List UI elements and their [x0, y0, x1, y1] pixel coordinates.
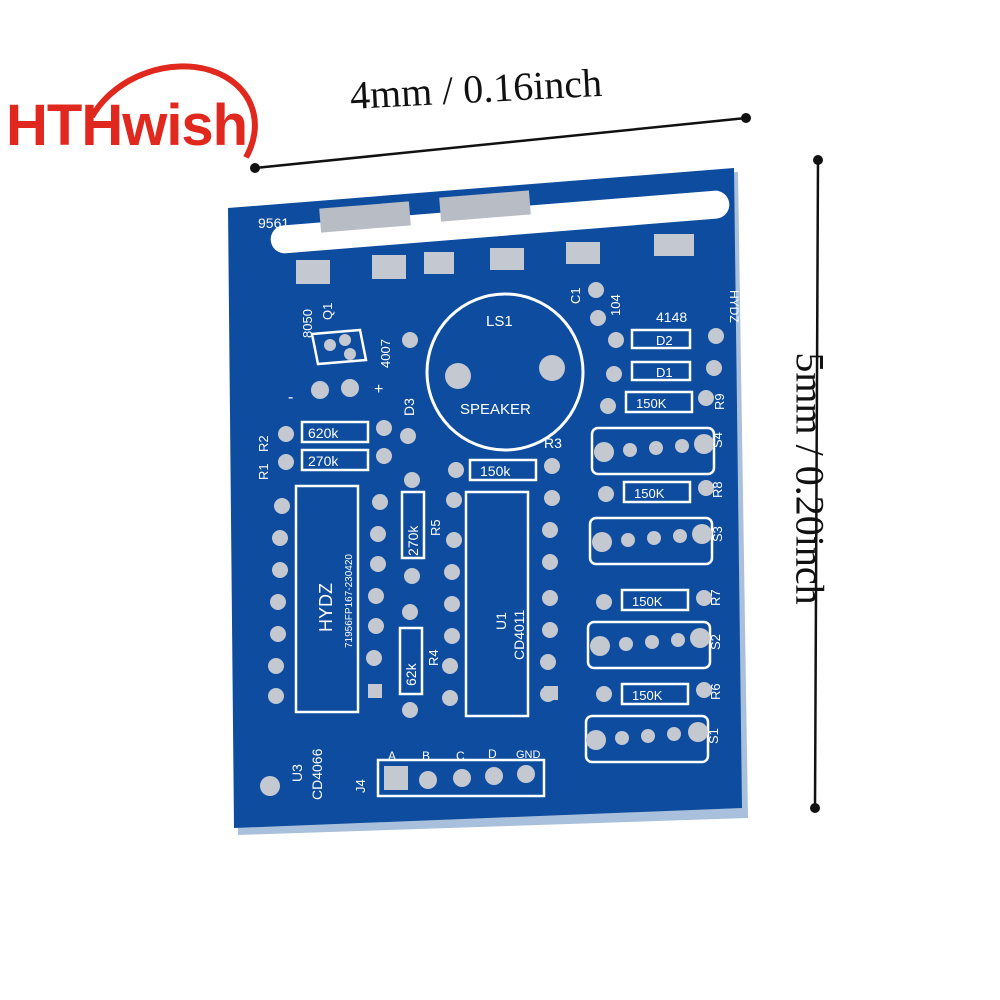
- resistor-outlines: [300, 328, 694, 706]
- j4-ref: J4: [353, 779, 368, 793]
- r9-ref: R9: [712, 393, 727, 410]
- u3-brand-mark: HYDZ: [316, 583, 336, 632]
- r1-ref: R1: [256, 463, 271, 480]
- width-dimension-line: [254, 116, 747, 170]
- plus-sign: +: [374, 381, 383, 398]
- s1-ref: S1: [706, 728, 721, 744]
- diode-part: 4148: [656, 309, 687, 325]
- r7-value: 150K: [632, 594, 663, 609]
- j4-outline: [376, 758, 546, 798]
- r7-ref: R7: [708, 589, 723, 606]
- d3-ref: D3: [401, 398, 417, 416]
- speaker-pad: [445, 363, 471, 389]
- c1-ref: C1: [568, 287, 583, 304]
- through-holes: [260, 282, 724, 796]
- contact-pad: [439, 190, 531, 222]
- u1-ref: U1: [493, 612, 509, 630]
- r8-ref: R8: [710, 481, 725, 498]
- speaker-ref: LS1: [486, 313, 513, 330]
- r4-value: 62k: [403, 662, 419, 686]
- contact-pad: [319, 201, 411, 233]
- r2-ref: R2: [256, 435, 271, 452]
- mounting-slot: [270, 190, 730, 254]
- minus-sign: -: [288, 389, 293, 406]
- height-dimension-end: [810, 803, 820, 813]
- speaker-pad: [539, 355, 565, 381]
- s4-ref: S4: [710, 432, 725, 448]
- q1-ref: Q1: [320, 303, 335, 320]
- j4-pin-b: B: [422, 749, 430, 763]
- u1-part: CD4011: [511, 609, 527, 660]
- height-dimension-line: [813, 159, 820, 809]
- q1-part: 8050: [300, 309, 315, 338]
- speaker-outline: [425, 292, 585, 452]
- u1-pin1-pad: [544, 686, 558, 700]
- r2-value: 620k: [308, 425, 339, 441]
- j4-pin-gnd: GND: [516, 749, 541, 761]
- d1-ref: D1: [656, 365, 673, 380]
- top-brand-mark: HYDZ: [727, 290, 741, 323]
- u3-pin1-pad: [368, 684, 382, 698]
- speaker-label: SPEAKER: [460, 401, 531, 418]
- r8-value: 150K: [634, 486, 665, 501]
- r6-ref: R6: [708, 683, 723, 700]
- r3-value: 150k: [480, 463, 511, 479]
- j4-pin-a: A: [388, 749, 396, 763]
- r5-value: 270k: [405, 525, 421, 556]
- r3-ref: R3: [544, 435, 562, 451]
- width-dimension-end: [250, 163, 260, 173]
- r6-value: 150K: [632, 688, 663, 703]
- r5-ref: R5: [428, 519, 443, 536]
- s2-ref: S2: [708, 634, 723, 650]
- q1-outline: [310, 328, 368, 366]
- j4-pin-d: D: [488, 747, 497, 761]
- r9-value: 150K: [636, 396, 667, 411]
- board-code: 9561: [258, 215, 289, 231]
- width-dimension-end: [741, 113, 751, 123]
- u3-outline: [294, 484, 360, 714]
- switch-outlines: [584, 426, 716, 764]
- d2-ref: D2: [656, 333, 673, 348]
- u3-code: 71956FP167-230420: [344, 554, 355, 648]
- u3-part: CD4066: [309, 748, 325, 800]
- r1-value: 270k: [308, 453, 339, 469]
- r4-ref: R4: [426, 649, 441, 666]
- c1-value: 104: [608, 294, 623, 316]
- j4-pad: [384, 766, 408, 790]
- u1-outline: [464, 490, 530, 718]
- u3-ref: U3: [289, 764, 305, 782]
- s3-ref: S3: [710, 526, 725, 542]
- d3-part: 4007: [378, 339, 393, 368]
- j4-pin-c: C: [456, 749, 465, 763]
- height-dimension-end: [813, 155, 823, 165]
- top-pads: [296, 234, 694, 284]
- silkscreen-labels: 9561 LS1 SPEAKER 4148 R3 620k 270k 150k …: [256, 215, 741, 800]
- brand-logo: HTHwish: [6, 93, 248, 158]
